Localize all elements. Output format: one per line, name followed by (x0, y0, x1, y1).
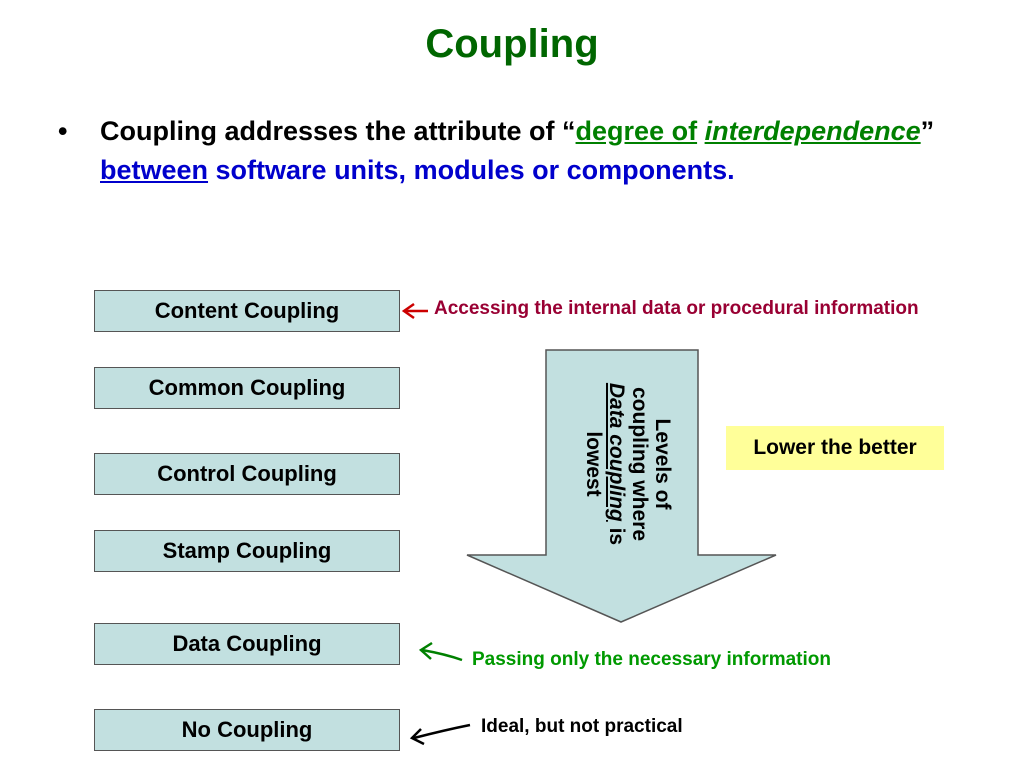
arrow-label: Levels of coupling where Data coupling i… (574, 364, 674, 564)
arrow-label-line3: Data coupling is (605, 364, 628, 564)
bullet-marker: • (58, 116, 68, 146)
bullet-part2: software units, modules or components. (208, 155, 735, 185)
bullet-degree-of: degree of (575, 116, 698, 146)
arrow-none-icon (409, 723, 471, 746)
note-data: Passing only the necessary information (472, 649, 831, 670)
level-box-common: Common Coupling (94, 367, 400, 409)
level-box-data: Data Coupling (94, 623, 400, 665)
level-box-stamp: Stamp Coupling (94, 530, 400, 572)
level-box-none: No Coupling (94, 709, 400, 751)
arrow-label-line1: Levels of (651, 418, 674, 510)
slide-title: Coupling (425, 22, 599, 66)
down-arrow-shape (466, 349, 777, 623)
bullet-part1: Coupling addresses the attribute of “ (100, 116, 576, 146)
note-none: Ideal, but not practical (481, 716, 683, 737)
lower-better-box: Lower the better (726, 426, 944, 470)
bullet-text: Coupling addresses the attribute of “deg… (100, 112, 950, 190)
arrow-label-line4: lowest (582, 431, 605, 497)
bullet-between: between (100, 155, 209, 185)
arrow-data-icon (418, 641, 463, 662)
arrow-label-data-coupling: Data coupling (605, 382, 628, 522)
note-content: Accessing the internal data or procedura… (434, 298, 919, 319)
level-box-control: Control Coupling (94, 453, 400, 495)
bullet-close-quote: ” (920, 116, 935, 146)
arrow-content-icon (401, 302, 428, 320)
level-box-content: Content Coupling (94, 290, 400, 332)
arrow-label-line2: coupling where (628, 386, 651, 541)
arrow-label-is: is (605, 521, 628, 546)
bullet-interdependence: interdependence (704, 116, 921, 146)
